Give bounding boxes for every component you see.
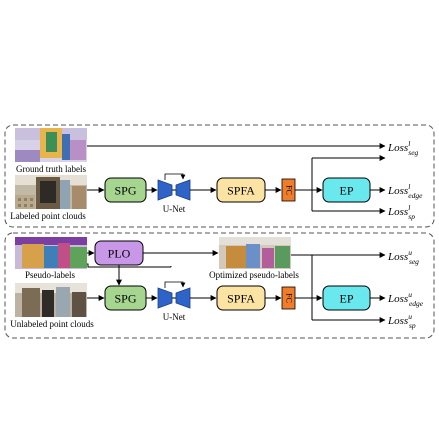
unlabeled-panel — [4, 232, 435, 339]
labeled-point-cloud-image — [15, 175, 87, 209]
fc-label-top: FC — [285, 185, 294, 195]
unet-label-top: U-Net — [163, 204, 186, 214]
optimized-label-caption: Optimized pseudo-labels — [209, 270, 299, 280]
spfa-label-bottom: SPFA — [227, 292, 255, 306]
gt-label: Ground truth labels — [16, 164, 86, 174]
ground-truth-image — [15, 128, 87, 162]
unlabeled-point-cloud-image — [15, 283, 87, 317]
unet-icon-top — [157, 173, 191, 201]
spg-label-top: SPG — [114, 184, 136, 198]
pseudo-bypass-line — [87, 263, 171, 268]
ep-label-top: EP — [339, 184, 353, 198]
labeled-panel — [4, 124, 435, 228]
pseudo-label-caption: Pseudo-labels — [25, 270, 75, 280]
unet-icon-bottom — [157, 281, 191, 309]
optimized-pseudo-labels-image — [219, 237, 291, 269]
labeled-input-label: Labeled point clouds — [10, 211, 86, 221]
plo-label: PLO — [108, 247, 131, 261]
fc-label-bottom: FC — [285, 293, 294, 303]
ep-label-bottom: EP — [339, 292, 353, 306]
spg-label-bottom: SPG — [114, 292, 136, 306]
pseudo-labels-image — [15, 237, 87, 269]
unet-label-bottom: U-Net — [163, 312, 186, 322]
unlabeled-input-label: Unlabeled point clouds — [10, 319, 94, 329]
spfa-label-top: SPFA — [227, 184, 255, 198]
